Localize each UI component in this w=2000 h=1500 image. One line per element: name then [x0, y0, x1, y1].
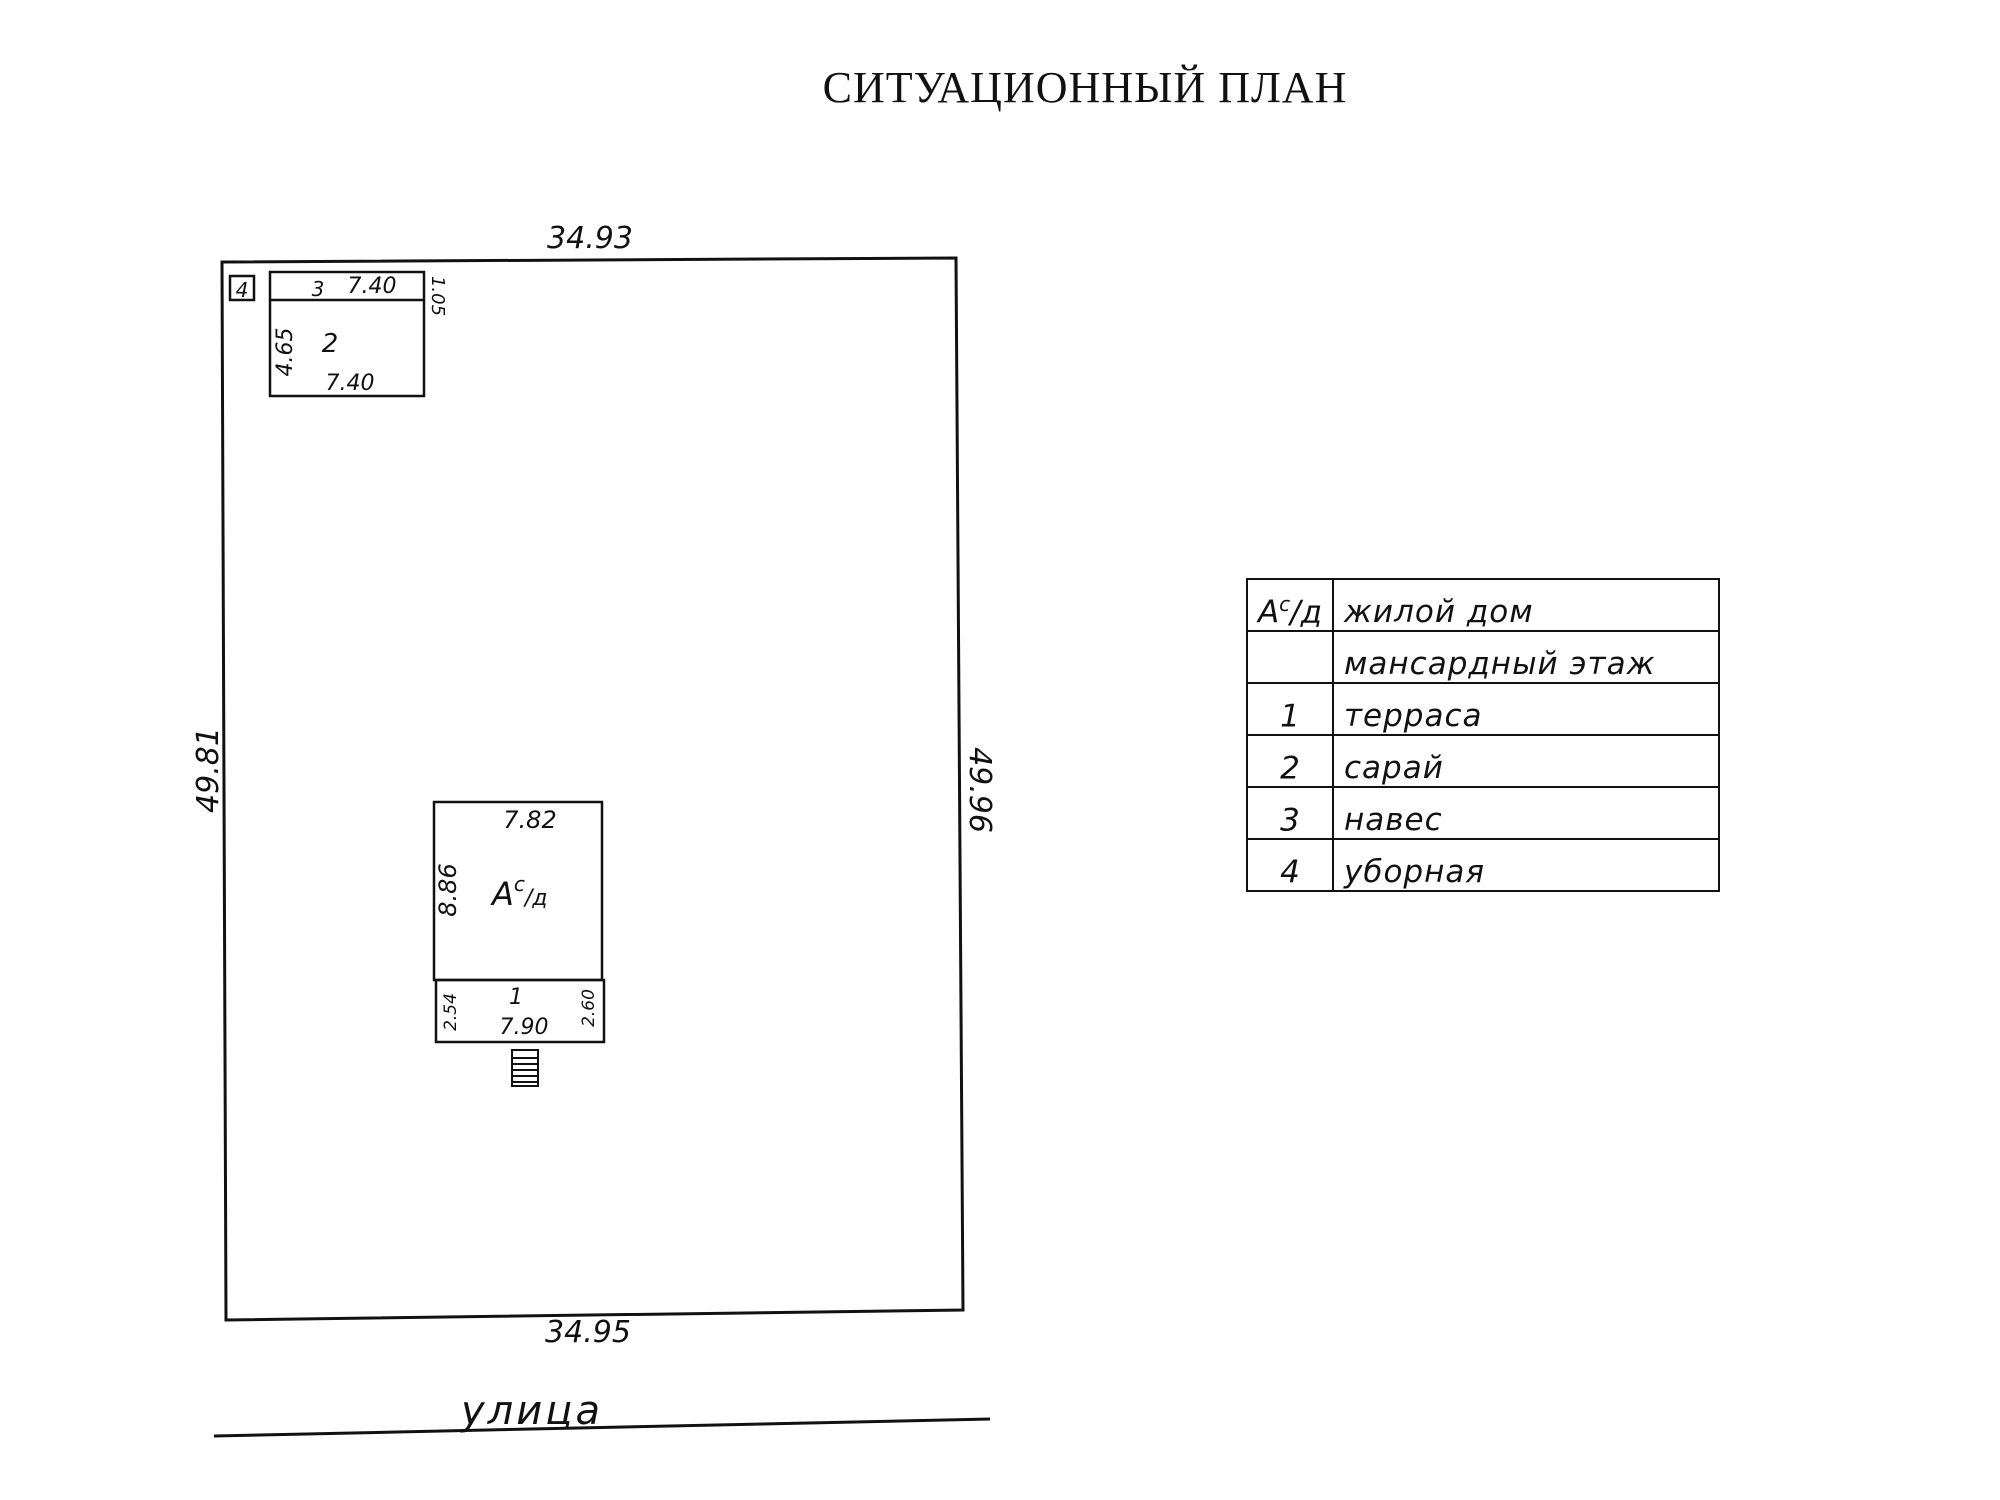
house-label: Ас/д — [490, 872, 548, 913]
terrace-number: 1 — [509, 985, 523, 1010]
house-label-sup: с — [514, 872, 525, 896]
legend-row: 3 навес — [1246, 786, 1720, 840]
legend-code: 1 — [1246, 682, 1334, 736]
legend-description: навес — [1332, 786, 1720, 840]
legend-description: сарай — [1332, 734, 1720, 788]
legend-row: 4 уборная — [1246, 838, 1720, 892]
terrace-width: 7.90 — [500, 1015, 549, 1040]
house-length: 8.86 — [434, 863, 462, 916]
legend-code-main: 1 — [1280, 698, 1300, 734]
legend-code-main: 3 — [1280, 802, 1300, 838]
plan-title: СИТУАЦИОННЫЙ ПЛАН — [822, 63, 1348, 112]
house-label-letter: А — [490, 875, 514, 913]
entrance-steps — [511, 1049, 539, 1087]
legend-row: мансардный этаж — [1246, 630, 1720, 684]
shed-height: 4.65 — [273, 328, 298, 377]
legend-row: 1 терраса — [1246, 682, 1720, 736]
toilet-box — [228, 274, 256, 302]
terrace-left-depth: 2.54 — [441, 993, 461, 1031]
terrace-outline — [434, 978, 606, 1044]
legend-code: 4 — [1246, 838, 1334, 892]
toilet-number: 4 — [236, 278, 249, 302]
plot-bottom-length: 34.95 — [545, 1315, 631, 1350]
legend-description: жилой дом — [1332, 578, 1720, 632]
legend-description: терраса — [1332, 682, 1720, 736]
canopy-number: 3 — [312, 277, 325, 301]
house-width: 7.82 — [503, 806, 556, 834]
plot-boundary — [220, 256, 965, 1322]
legend-description: мансардный этаж — [1332, 630, 1720, 684]
shed-bottom-width: 7.40 — [326, 371, 375, 396]
house-label-frac: /д — [523, 886, 548, 911]
street-line — [213, 1417, 991, 1438]
legend-code-frac: /д — [1290, 594, 1323, 630]
legend-code-sup: с — [1279, 591, 1291, 616]
legend-code-main: А — [1257, 594, 1280, 630]
legend-row: 2 сарай — [1246, 734, 1720, 788]
legend-description: уборная — [1332, 838, 1720, 892]
shed-number: 2 — [322, 329, 339, 359]
legend-code: 3 — [1246, 786, 1334, 840]
shed-top-width: 7.40 — [348, 274, 397, 299]
canopy-depth: 1.05 — [427, 276, 448, 316]
legend-code-main: 4 — [1280, 854, 1300, 890]
legend-code-main: 2 — [1280, 750, 1300, 786]
legend-code — [1246, 630, 1334, 684]
legend-code: 2 — [1246, 734, 1334, 788]
plot-top-length: 34.93 — [547, 221, 633, 256]
shed-outline — [268, 270, 426, 398]
plot-right-length: 49.96 — [962, 747, 997, 833]
legend-code: Ас/д — [1246, 578, 1334, 632]
street-label: улица — [460, 1388, 603, 1434]
plot-left-length: 49.81 — [191, 727, 226, 813]
terrace-right-depth: 2.60 — [579, 989, 599, 1027]
